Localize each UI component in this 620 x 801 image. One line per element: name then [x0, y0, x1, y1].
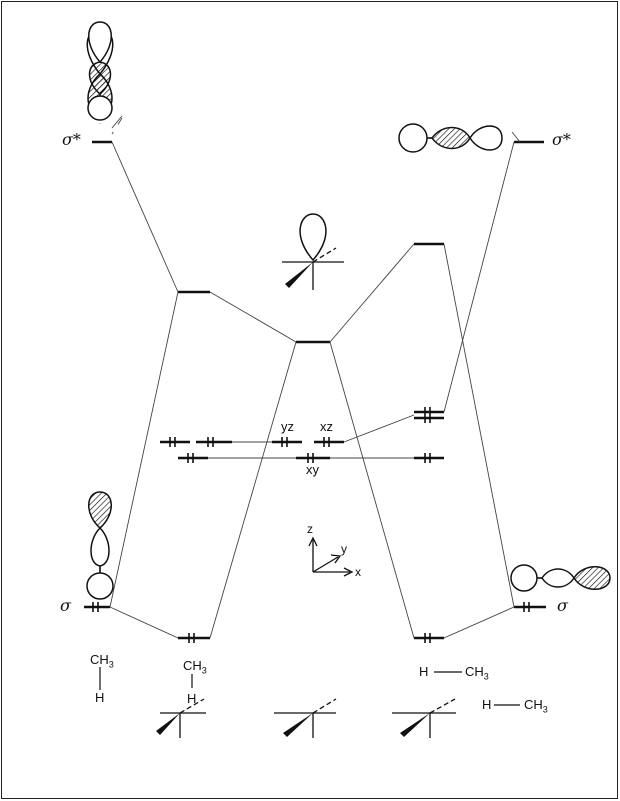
fragment-right-ch: CH [524, 697, 543, 712]
fragment-center-ch3: CH3 [465, 664, 489, 682]
fragment-left-ch3: CH3 [90, 652, 114, 670]
axis-label-y: y [341, 542, 347, 556]
label-sigma-left: σ [60, 596, 71, 615]
fragment-center-ch: CH [465, 664, 484, 679]
sigma-left-orbital [86, 491, 114, 600]
fragment-mid-sub: 3 [201, 665, 207, 676]
fragment-bottom-2 [274, 698, 337, 738]
electron-pairs [92, 407, 530, 643]
fragment-left-h: H [95, 690, 105, 705]
energy-levels [84, 140, 546, 640]
fragment-right-sub: 3 [542, 704, 548, 715]
fragment-bottom-1 [156, 698, 206, 738]
fragment-center-h: H [419, 664, 429, 679]
fragment-mid-ch: CH [183, 658, 202, 673]
fragment-bottom-3 [392, 698, 456, 738]
axis-label-z: z [307, 522, 313, 536]
bond-lines [99, 667, 520, 706]
label-sigma-star-left: σ* [62, 130, 81, 149]
fragment-left-ch: CH [90, 652, 109, 667]
fragment-center-sub: 3 [483, 671, 489, 682]
sigma-star-left-circle [87, 95, 113, 121]
sigma-star-left-hatched-lobe [88, 61, 112, 95]
sigma-star-left-open-lobe [88, 21, 112, 64]
sigma-right-orbital [510, 564, 611, 592]
axis-label-x: x [355, 565, 361, 579]
fragment-right-ch3: CH3 [524, 697, 548, 715]
label-sigma-right: σ [557, 596, 568, 615]
correlation-lines [109, 117, 521, 639]
fragment-mid-h: H [187, 691, 197, 706]
sigma-star-right-orbital [398, 123, 503, 153]
fragment-right-h: H [482, 697, 492, 712]
label-xz: xz [320, 419, 333, 434]
label-xy: xy [306, 462, 319, 477]
label-sigma-star-right: σ* [552, 130, 571, 149]
label-yz: yz [281, 419, 294, 434]
metal-fragment-top [282, 213, 344, 290]
fragment-left-sub: 3 [108, 659, 114, 670]
fragment-mid-ch3: CH3 [183, 658, 207, 676]
axes-glyph [308, 536, 354, 577]
